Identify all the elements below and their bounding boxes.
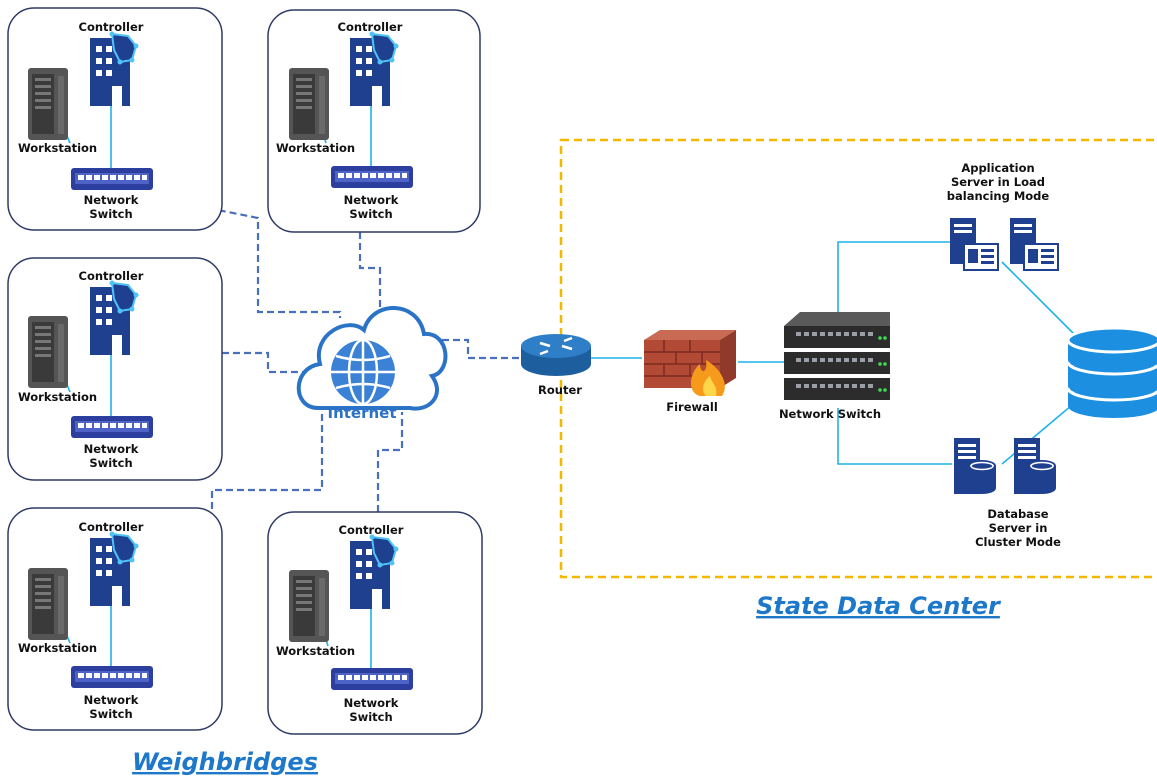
weighbridge-site-2: Controller Workstation Network Switch <box>267 9 481 233</box>
workstation-label: Workstation <box>18 141 97 155</box>
weighbridge-site-1: Controller Workstation Network Switch <box>7 7 223 231</box>
workstation-label: Workstation <box>18 641 97 655</box>
workstation-label: Workstation <box>276 141 355 155</box>
workstation-icon <box>289 570 329 642</box>
switch-label-line1: Network <box>344 696 399 710</box>
weighbridge-site-5: Controller Workstation Network Switch <box>267 511 483 735</box>
application-server-icon <box>1009 217 1059 271</box>
workstation-label: Workstation <box>276 644 355 658</box>
firewall-icon <box>644 330 736 396</box>
workstation-icon <box>28 68 68 140</box>
switch-label-line2: Switch <box>349 207 392 221</box>
workstation-icon <box>289 68 329 140</box>
application-server-icon <box>949 217 999 271</box>
app-server-label-line1: Application <box>961 161 1034 175</box>
app-server-label-line2: Server in Load <box>951 175 1045 189</box>
internet-cloud-icon <box>296 306 448 411</box>
router-icon <box>521 334 591 376</box>
network-switch-icon <box>331 166 413 188</box>
switch-label-line1: Network <box>84 193 139 207</box>
switch-label-line2: Switch <box>89 207 132 221</box>
switch-label-line1: Network <box>344 193 399 207</box>
controller-label: Controller <box>338 20 403 34</box>
datacenter-switch-label: Network Switch <box>779 407 881 421</box>
network-switch-icon <box>71 416 153 438</box>
controller-label: Controller <box>79 269 144 283</box>
db-server-label-line2: Server in <box>989 521 1048 535</box>
firewall-label: Firewall <box>666 400 718 414</box>
controller-label: Controller <box>339 523 404 537</box>
weighbridge-site-4: Controller Workstation Network Switch <box>7 507 223 731</box>
router-label: Router <box>538 383 582 397</box>
wan-links <box>207 206 522 520</box>
datacenter-switch-stack-icon <box>784 312 890 400</box>
workstation-icon <box>28 316 68 388</box>
switch-label-line2: Switch <box>89 707 132 721</box>
weighbridge-site-3: Controller Workstation Network Switch <box>7 257 223 481</box>
weighbridges-title: Weighbridges <box>132 748 318 776</box>
db-server-label-line3: Cluster Mode <box>975 535 1061 549</box>
database-server-icon <box>953 437 996 495</box>
switch-label-line2: Switch <box>89 456 132 470</box>
app-server-label-line3: balancing Mode <box>947 189 1050 203</box>
switch-label-line1: Network <box>84 442 139 456</box>
database-server-icon <box>1013 437 1056 495</box>
network-switch-icon <box>71 168 153 190</box>
switch-label-line2: Switch <box>349 710 392 724</box>
database-storage-icon <box>1066 326 1157 418</box>
db-server-label-line1: Database <box>987 507 1048 521</box>
network-switch-icon <box>331 668 413 690</box>
controller-label: Controller <box>79 20 144 34</box>
state-data-center-title: State Data Center <box>756 592 1002 620</box>
controller-label: Controller <box>79 520 144 534</box>
workstation-label: Workstation <box>18 390 97 404</box>
internet-label: Internet <box>327 404 396 422</box>
workstation-icon <box>28 568 68 640</box>
network-switch-icon <box>71 666 153 688</box>
switch-label-line1: Network <box>84 693 139 707</box>
